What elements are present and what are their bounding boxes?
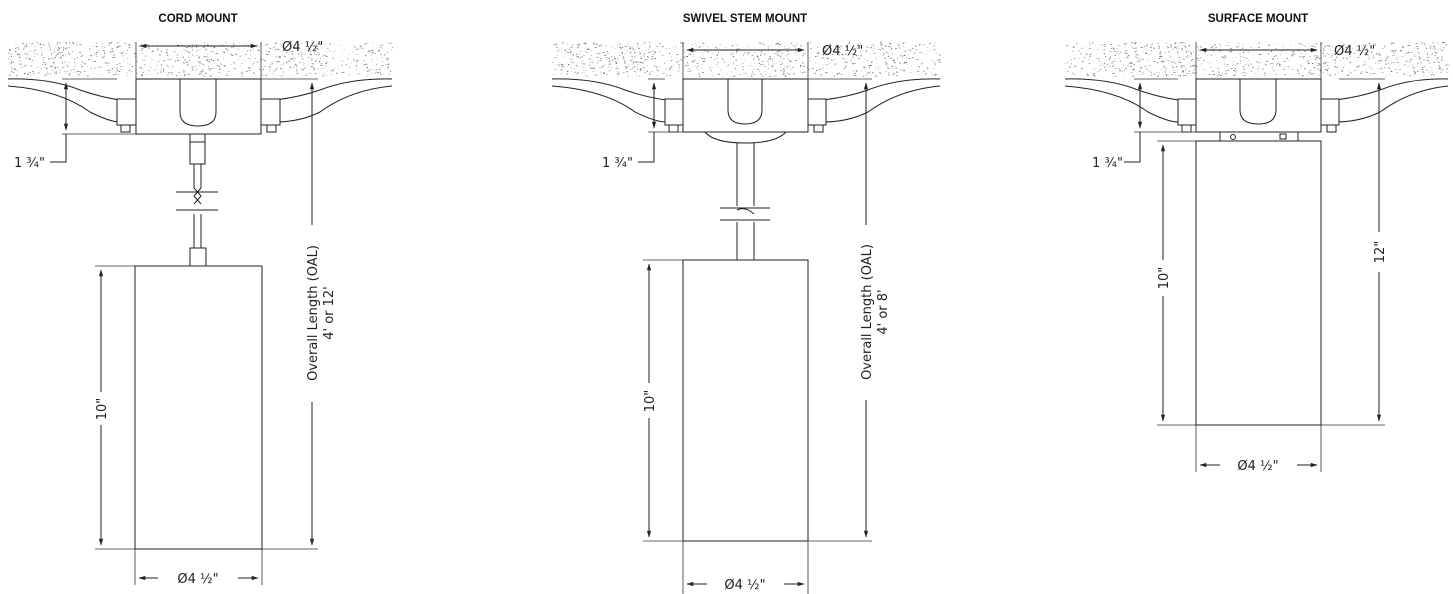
junction-box: [682, 78, 809, 133]
canopy-height-label: 1 ¾": [14, 156, 45, 171]
panel-title: CORD MOUNT: [158, 13, 237, 25]
oal-value: 4' or 12': [322, 286, 337, 340]
fixture-cylinder: [134, 265, 263, 550]
conduit-right: [1334, 78, 1449, 123]
knockout-slot: [1239, 79, 1277, 125]
connector-right: [1320, 98, 1340, 126]
break-symbol: [736, 208, 755, 215]
cord-grip-top: [189, 133, 206, 143]
connector-left: [1177, 98, 1197, 126]
break-symbol: [193, 187, 202, 205]
screw-right: [813, 124, 824, 133]
conduit-left: [1064, 78, 1179, 123]
knockout-slot: [727, 79, 763, 125]
ceiling-texture: [8, 42, 393, 77]
connector-right: [807, 98, 827, 126]
panel-surface-mount: SURFACE MOUNT Ø4 ½" 1 ¾" 10": [1064, 13, 1449, 474]
canopy-diameter-label: Ø4 ½": [822, 44, 863, 59]
conduit-right: [822, 78, 941, 123]
ceiling-texture: [552, 42, 941, 77]
canopy-diameter-label: Ø4 ½": [1334, 44, 1375, 59]
conduit-left: [551, 78, 667, 123]
overall-height-label: 12": [1373, 241, 1388, 264]
oal-value: 4' or 8': [876, 289, 891, 334]
plate-clip: [1279, 133, 1287, 140]
plate-screw: [1230, 134, 1236, 140]
fixture-height-label: 10": [95, 398, 110, 421]
cord-strain-relief: [189, 141, 206, 165]
screw-right: [266, 124, 277, 133]
conduit-right: [274, 78, 393, 123]
fixture-cylinder: [1195, 140, 1322, 426]
screw-left: [1181, 124, 1192, 133]
knockout-slot: [179, 79, 217, 127]
screw-right: [1326, 124, 1337, 133]
connector-left: [116, 98, 137, 126]
canopy-diameter-label: Ø4 ½": [282, 40, 323, 55]
fixture-cylinder: [682, 259, 809, 542]
panel-cord-mount: CORD MOUNT Ø4 ½" 1 ¾": [7, 13, 393, 587]
connector-left: [664, 98, 684, 126]
ceiling-texture: [1065, 42, 1449, 77]
fixture-height-label: 10": [643, 390, 658, 413]
cord-grip-bottom: [189, 247, 207, 267]
junction-box: [135, 78, 262, 135]
fixture-diameter-label: Ø4 ½": [724, 578, 765, 593]
connector-right: [260, 98, 281, 126]
oal-label: Overall Length (OAL): [860, 244, 875, 380]
panel-swivel-stem-mount: SWIVEL STEM MOUNT Ø4 ½" 1 ¾": [551, 13, 941, 594]
oal-label: Overall Length (OAL): [306, 245, 321, 381]
fixture-height-label: 10": [1157, 267, 1172, 290]
canopy-height-label: 1 ¾": [1092, 156, 1123, 171]
conduit-left: [7, 78, 121, 123]
fixture-diameter-label: Ø4 ½": [1237, 459, 1278, 474]
panel-title: SWIVEL STEM MOUNT: [683, 13, 807, 25]
canopy-height-label: 1 ¾": [602, 156, 633, 171]
screw-left: [120, 124, 131, 133]
swivel-canopy: [703, 131, 788, 144]
screw-left: [668, 124, 679, 133]
panel-title: SURFACE MOUNT: [1208, 13, 1308, 25]
fixture-diameter-label: Ø4 ½": [177, 572, 218, 587]
